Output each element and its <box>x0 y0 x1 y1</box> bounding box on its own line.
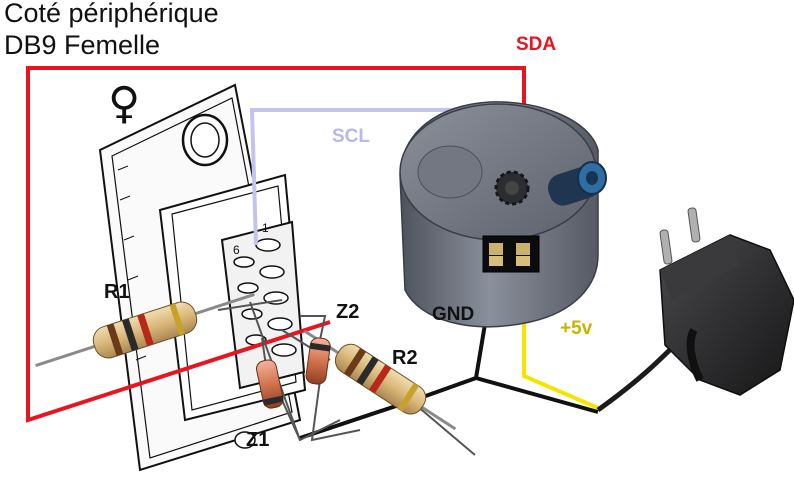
gnd-wire-branch <box>475 376 599 414</box>
zener-z2 <box>305 337 331 385</box>
power-adapter <box>659 207 794 396</box>
female-symbol-icon: ♀ <box>108 78 140 129</box>
pin-number-1: 1 <box>262 221 269 235</box>
title-line-2: DB9 Femelle <box>4 30 161 60</box>
label-scl: SCL <box>332 126 370 147</box>
db9-connector <box>98 83 307 472</box>
resistor-r1 <box>35 293 255 367</box>
label-z2: Z2 <box>336 301 359 323</box>
label-r2: R2 <box>392 347 418 369</box>
title-line-1: Coté périphérique <box>4 0 219 28</box>
label-z1: Z1 <box>246 429 269 451</box>
label-sda: SDA <box>516 34 556 55</box>
i2c-device <box>399 101 607 328</box>
pin-number-6: 6 <box>233 243 240 257</box>
label-r1: R1 <box>104 281 130 303</box>
label-plus5v: +5v <box>560 318 593 339</box>
resistor-r2 <box>303 329 457 431</box>
zener-z1 <box>256 359 284 409</box>
label-gnd: GND <box>432 304 474 325</box>
